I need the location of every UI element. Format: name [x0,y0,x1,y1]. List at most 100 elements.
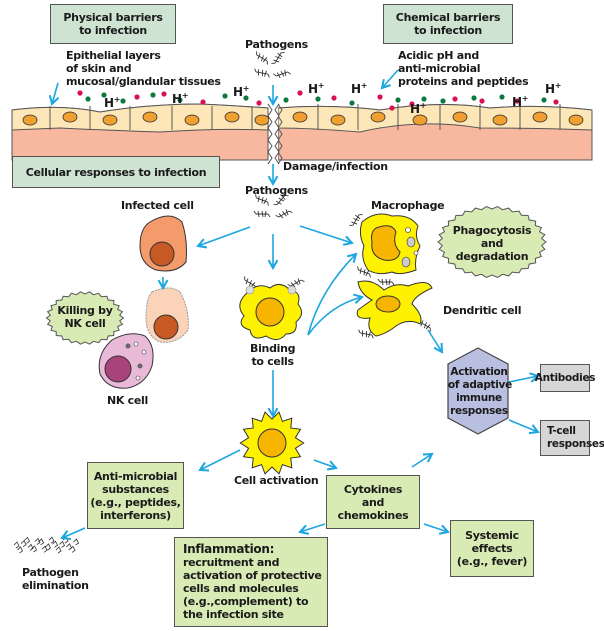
pathogen-body [256,51,268,65]
pathogen-icon [273,69,291,79]
antimicrobial-line4: interferons) [100,508,171,522]
inflammation-line2: recruitment and [183,556,280,569]
pathogen-icon [253,210,271,218]
activated-cell-nucleus [257,428,287,458]
arrow-to-antimicrobial [198,449,241,472]
nk-cell [98,333,154,389]
green-dot [177,97,183,103]
pathogen-body [358,329,374,339]
green-dot [421,96,427,102]
pathogen-body [255,194,269,206]
green-dot [222,93,228,99]
green-dot [440,98,446,104]
plus-superscript: + [242,84,250,93]
breach-edge-a [267,103,273,165]
arrow-dendritic-hexagon [427,329,444,354]
green-dot [471,95,477,101]
phago-line3: degradation [455,250,529,263]
plus-superscript: + [419,101,427,110]
green-dot [283,97,289,103]
pathogen-debris [13,536,80,554]
pathogen-body [287,278,305,288]
cell-nucleus [224,111,240,123]
inflammation-box: Inflammation: recruitment and activation… [174,537,328,627]
pathogen-body [271,52,285,64]
red-dot [77,90,83,96]
cellular-responses-label: Cellular responses to infection [25,165,207,179]
binding-cell [239,284,302,340]
phagocytosis-burst: Phagocytosis and degradation [447,224,537,263]
dying-infected-cell [145,287,189,343]
binding-label: Binding to cells [250,342,296,368]
red-dot [377,94,383,100]
chemical-dots [77,90,559,111]
pathogens-top-label: Pathogens [245,38,308,51]
systemic-line1: Systemic [465,529,519,542]
pathogen-body [275,209,293,219]
green-dot [120,98,126,104]
green-dot [499,94,505,100]
antibodies-label: Antibodies [534,371,596,384]
arrow-to-elimination [60,527,86,540]
pathogen-body [254,68,270,78]
cell-nucleus [62,111,78,123]
antimicrobial-box: Anti-microbial substances (e.g., peptide… [87,462,184,529]
pathogen-body [244,276,256,290]
killing-line2: NK cell [64,317,106,330]
dendritic-cell-label: Dendritic cell [443,304,522,317]
cytokines-line1: Cytokines [343,482,403,496]
cytokines-line3: chemokines [337,508,409,522]
debris-fragment [66,543,73,551]
cell-nucleus [492,114,508,126]
green-dot [85,96,91,102]
macrophage-label: Macrophage [371,199,445,212]
cell-activation-label: Cell activation [234,474,319,487]
inflammation-line3: activation of protective [183,569,322,582]
debris-fragment [38,538,45,546]
pathogens-mid-label: Pathogens [245,184,308,197]
red-dot [389,105,395,111]
binding-line2: to cells [251,355,294,368]
chemical-barriers-line2: to infection [414,24,482,37]
systemic-line2: effects [471,542,513,555]
hex-line4: responses [450,405,508,417]
cell-nucleus [142,111,158,123]
arrow-epithelial [48,82,60,106]
epithelium-right [277,103,593,161]
plus-superscript: + [360,81,368,90]
red-dot [256,100,262,106]
debris-fragment [48,536,55,544]
cell-nucleus [568,114,584,126]
pathogen-body [253,210,271,218]
debris-fragment [13,541,20,549]
arrow-cytokines-hexagon [411,452,434,468]
pathogen-icon [244,276,256,290]
debris-fragment [45,543,52,551]
red-dot [553,99,559,105]
acidic-label: Acidic pH and anti-microbial proteins an… [398,49,529,88]
h-plus-label: H+ [512,94,529,109]
adaptive-hexagon-shape [447,347,509,435]
acidic-line1: Acidic pH and [398,49,479,62]
pathogen-body [357,266,371,278]
pathogen-icon [256,51,268,65]
arrow-binding-dendritic [307,293,364,336]
phagocytosis-burst-shape [437,206,547,278]
killing-line1: Killing by [57,304,113,317]
epithelial-line2: of skin and [66,62,132,75]
debris-fragment [20,540,27,548]
h-plus-label: H+ [351,81,368,96]
inflammation-line1: Inflammation: [183,542,275,556]
plus-superscript: + [554,81,562,90]
tcell-line2: responses [547,438,604,450]
pathogen-body [419,318,431,332]
debris-fragment [55,546,62,554]
epithelial-label: Epithelial layers of skin and mucosal/gl… [66,49,221,88]
infected-cell-label: Infected cell [121,199,194,212]
epithelial-line3: mucosal/glandular tissues [66,75,221,88]
pathogen-icon [271,52,285,64]
acidic-line2: anti-microbial [398,62,481,75]
killing-burst-shape [45,291,125,345]
chemical-barriers-line1: Chemical barriers [395,11,501,24]
arrow-to-cytokines [313,459,338,471]
